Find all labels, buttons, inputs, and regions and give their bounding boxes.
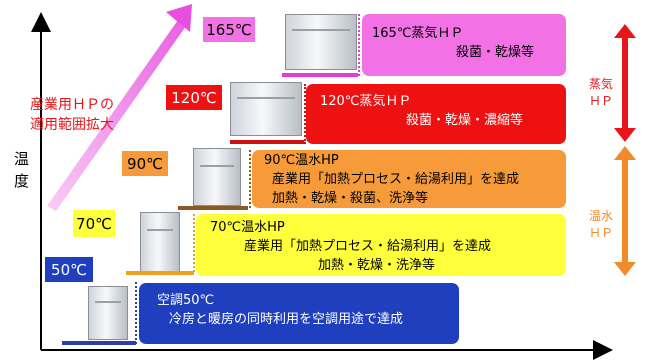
level-box-90[interactable]: 90℃温水HP 産業用「加熱プロセス・給湯利用」を達成 加熱・乾燥・殺菌、洗浄等 xyxy=(252,150,566,208)
level-desc-50: 冷房と暖房の同時利用を空調用途で達成 xyxy=(169,312,404,327)
hot-water-range-arrow xyxy=(614,146,636,276)
level-desc-90: 産業用「加熱プロセス・給湯利用」を達成 xyxy=(272,172,520,187)
expansion-arrow xyxy=(47,4,192,211)
level-desc-120: 殺菌・乾燥・濃縮等 xyxy=(406,113,524,128)
level-desc2-90: 加熱・乾燥・殺菌、洗浄等 xyxy=(272,191,429,206)
machine-165 xyxy=(285,14,357,70)
divider-90 xyxy=(249,150,251,208)
machine-90 xyxy=(193,148,241,206)
hot-water-hp-label: 温水 ＨＰ xyxy=(588,209,613,240)
divider-120 xyxy=(304,84,306,144)
level-box-50[interactable]: 空調50℃ 冷房と暖房の同時利用を空調用途で達成 xyxy=(139,283,459,344)
machine-120 xyxy=(230,82,302,136)
level-title-50: 空調50℃ xyxy=(157,293,215,308)
divider-165 xyxy=(358,14,360,76)
divider-50 xyxy=(135,282,137,344)
level-box-120[interactable]: 120℃蒸気ＨＰ 殺菌・乾燥・濃縮等 xyxy=(306,84,566,144)
temp-label-50: 50℃ xyxy=(45,257,93,282)
temp-label-70: 70℃ xyxy=(73,210,115,237)
temp-label-90: 90℃ xyxy=(122,151,168,176)
baseline-165 xyxy=(282,73,358,77)
level-desc2-70: 加熱・乾燥・洗浄等 xyxy=(318,258,436,273)
level-box-70[interactable]: 70℃温水HP 産業用「加熱プロセス・給湯利用」を達成 加熱・乾燥・洗浄等 xyxy=(196,214,566,276)
level-title-90: 90℃温水HP xyxy=(264,153,339,168)
y-axis-label: 温度 xyxy=(14,150,30,190)
machine-70 xyxy=(140,212,180,272)
divider-70 xyxy=(193,214,195,272)
level-title-70: 70℃温水HP xyxy=(210,220,285,235)
level-title-165: 165℃蒸気ＨＰ xyxy=(372,26,464,41)
trend-label: 産業用ＨＰの 適用範囲拡大 xyxy=(30,97,114,133)
level-title-120: 120℃蒸気ＨＰ xyxy=(320,94,412,109)
temp-label-165: 165℃ xyxy=(203,17,255,42)
baseline-50 xyxy=(62,341,136,345)
temp-label-120: 120℃ xyxy=(166,85,222,110)
level-desc-70: 産業用「加熱プロセス・給湯利用」を達成 xyxy=(244,239,492,254)
baseline-70 xyxy=(126,271,194,275)
machine-50 xyxy=(88,286,128,340)
baseline-90 xyxy=(178,206,248,210)
level-box-165[interactable]: 165℃蒸気ＨＰ 殺菌・乾燥等 xyxy=(362,14,566,76)
baseline-120 xyxy=(230,140,304,144)
level-desc-165: 殺菌・乾燥等 xyxy=(456,45,535,60)
steam-hp-label: 蒸気 ＨＰ xyxy=(588,77,613,108)
steam-range-arrow xyxy=(614,24,636,142)
